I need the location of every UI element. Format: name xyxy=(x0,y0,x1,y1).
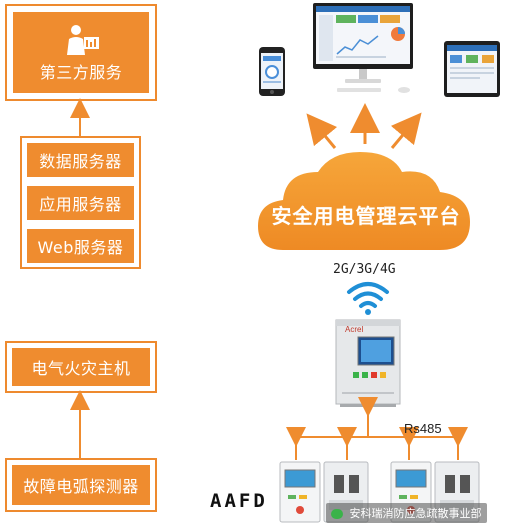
wifi-icon xyxy=(347,282,389,308)
arrow-cloud-to-tablet xyxy=(390,112,422,149)
cloud-platform-title: 安全用电管理云平台 xyxy=(271,204,461,228)
wechat-icon xyxy=(331,509,343,519)
app-server-block: 应用服务器 xyxy=(27,186,134,220)
aafd-device-1 xyxy=(279,461,321,523)
web-server-label: Web服务器 xyxy=(37,238,124,257)
fire-host-block: 电气火灾主机 xyxy=(12,348,150,386)
fire-host-label: 电气火灾主机 xyxy=(31,359,131,378)
rs485-label: Rs485 xyxy=(404,421,442,436)
data-server-label: 数据服务器 xyxy=(39,152,122,171)
network-label: 2G/3G/4G xyxy=(333,262,396,277)
cloud-shape xyxy=(258,152,470,250)
watermark: 安科瑞消防应急疏散事业部 xyxy=(326,503,487,523)
desktop-monitor-icon xyxy=(313,3,413,93)
app-server-label: 应用服务器 xyxy=(39,195,122,214)
arc-detector-block: 故障电弧探测器 xyxy=(12,465,150,505)
phone-icon xyxy=(259,47,285,96)
businessman-icon xyxy=(61,23,101,57)
watermark-text: 安科瑞消防应急疏散事业部 xyxy=(349,507,482,520)
arc-detector-label: 故障电弧探测器 xyxy=(23,477,139,496)
aafd-label: AAFD xyxy=(210,490,268,512)
third-party-service-panel: 第三方服务 xyxy=(13,12,149,93)
arrow-cloud-to-phone xyxy=(306,113,338,149)
cabinet-brand: Acrel xyxy=(345,325,364,334)
web-server-block: Web服务器 xyxy=(27,229,134,263)
third-party-service-label: 第三方服务 xyxy=(39,62,123,82)
data-server-block: 数据服务器 xyxy=(27,143,134,177)
tablet-icon xyxy=(444,41,500,97)
